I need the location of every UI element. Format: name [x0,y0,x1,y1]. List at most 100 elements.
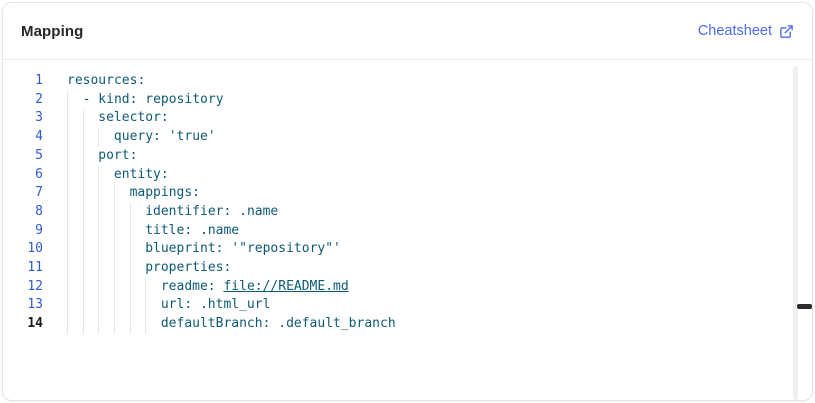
indent-guide [113,202,130,222]
line-number: 4 [35,129,43,145]
line-number: 13 [27,297,43,313]
code-text: entity: [113,166,169,182]
line-number: 7 [35,185,43,201]
indent-guide [98,202,114,222]
code-line[interactable]: 11 properties: [3,259,812,278]
indent-guide [82,315,99,334]
indent-guide [82,184,99,203]
indent-guide [98,240,114,260]
code-content: title: .name [43,221,812,241]
indent-guide [98,128,114,147]
code-text: url: .html_url [160,297,271,313]
indent-guide [67,221,83,241]
code-content: query: 'true' [43,128,812,147]
code-line[interactable]: 4 query: 'true' [3,128,812,147]
cheatsheet-link-label: Cheatsheet [697,23,772,39]
indent-guide [98,221,114,241]
code-link[interactable]: file://README.md [223,278,349,294]
indent-guide [67,165,83,185]
code-line[interactable]: 2- kind: repository [3,90,812,110]
indent-guide [67,90,83,110]
code-text: blueprint: '"repository"' [145,241,341,257]
line-number: 12 [27,278,43,294]
indent-guide [82,109,99,129]
code-content: properties: [43,259,812,278]
indent-guide [82,221,99,241]
indent-guide [67,184,83,203]
code-text: selector: [98,110,169,126]
indent-guide [98,165,114,185]
code-text: title: .name [145,222,240,238]
indent-guide [67,315,83,334]
indent-guide [129,259,146,278]
indent-guide [145,277,161,297]
indent-guide [82,146,99,166]
cheatsheet-link[interactable]: Cheatsheet [698,23,794,39]
code-line[interactable]: 6 entity: [3,165,812,185]
indent-guide [113,277,130,297]
line-number: 6 [35,166,43,182]
indent-guide [129,315,146,334]
indent-guide [98,315,114,334]
line-number: 5 [35,147,43,163]
code-text: query: 'true' [113,129,216,145]
indent-guide [82,240,99,260]
code-content: readme: file://README.md [43,277,812,297]
code-content: resources: [43,72,812,91]
code-content: mappings: [43,184,812,203]
indent-guide [67,109,83,129]
indent-guide [82,277,99,297]
scrollbar-thumb[interactable] [797,304,812,309]
line-number: 3 [35,110,43,126]
code-content: defaultBranch: .default_branch [43,315,812,334]
code-content: entity: [43,165,812,185]
line-number: 11 [27,260,43,276]
indent-guide [98,296,114,316]
line-number: 10 [27,241,43,257]
code-text: resources: [67,73,146,88]
indent-guide [82,128,99,147]
indent-guide [67,202,83,222]
indent-guide [98,277,114,297]
indent-guide [129,221,146,241]
code-line[interactable]: 13 url: .html_url [3,296,812,316]
line-number: 1 [35,73,43,88]
indent-guide [113,240,130,260]
indent-guide [129,240,146,260]
indent-guide [113,296,130,316]
line-number: 8 [35,203,43,219]
code-text: properties: [145,260,232,276]
code-text: defaultBranch: .default_branch [160,316,396,332]
code-line[interactable]: 1 resources: [3,72,812,91]
code-line[interactable]: 3 selector: [3,109,812,129]
indent-guide [113,259,130,278]
code-line[interactable]: 10 blueprint: '"repository"' [3,240,812,260]
indent-guide [67,128,83,147]
indent-guide [67,259,83,278]
code-content: selector: [43,109,812,129]
indent-guide [67,277,83,297]
line-number: 2 [35,91,43,107]
external-link-icon [779,24,794,39]
indent-guide [67,240,83,260]
indent-guide [98,259,114,278]
indent-guide [113,221,130,241]
indent-guide [113,315,130,334]
indent-guide [82,165,99,185]
indent-guide [113,184,130,203]
indent-guide [82,259,99,278]
page-title: Mapping [21,22,84,40]
indent-guide [129,296,146,316]
vertical-scrollbar[interactable] [793,66,798,400]
indent-guide [67,146,83,166]
indent-guide [129,277,146,297]
